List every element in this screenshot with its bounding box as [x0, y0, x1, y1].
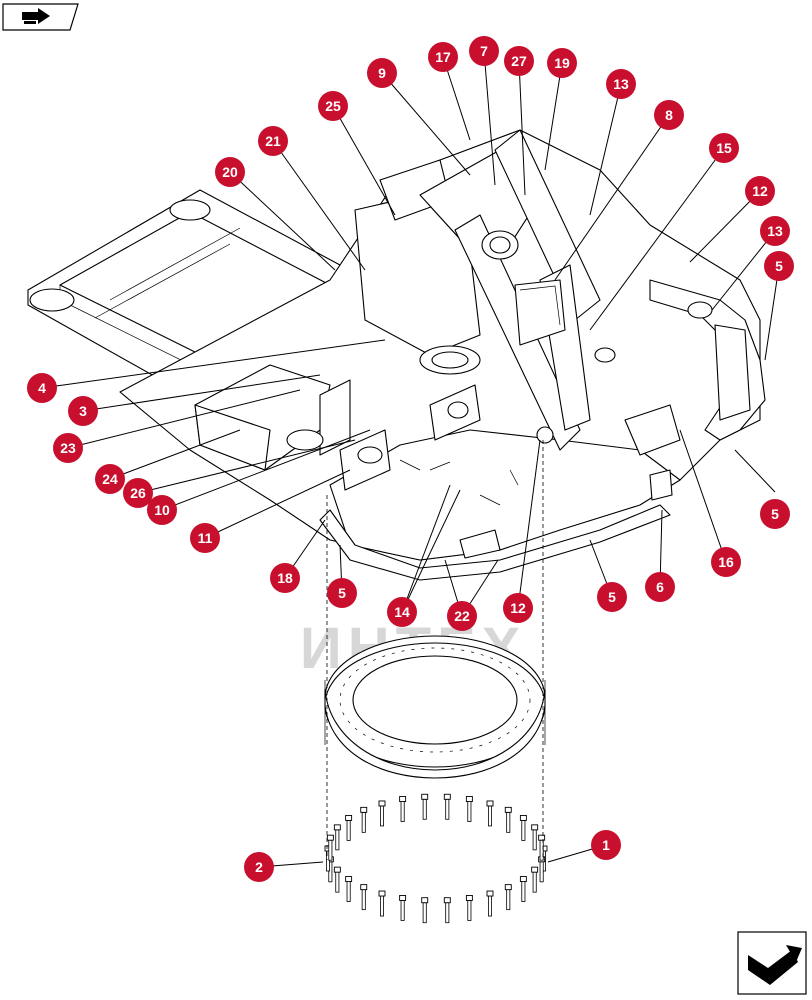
callout-25[interactable]: 25 — [318, 91, 348, 121]
callout-17[interactable]: 17 — [428, 42, 458, 72]
callout-4[interactable]: 4 — [27, 373, 57, 403]
callout-19[interactable]: 19 — [547, 48, 577, 78]
bolt — [531, 866, 539, 893]
bolt — [421, 793, 429, 820]
bolt — [538, 834, 546, 861]
callout-9[interactable]: 9 — [367, 58, 397, 88]
bolt-circle — [324, 793, 548, 924]
bolt — [504, 884, 512, 911]
bolt — [421, 897, 429, 924]
bolt — [443, 897, 451, 924]
svg-text:4: 4 — [38, 380, 46, 396]
svg-text:12: 12 — [752, 183, 768, 199]
svg-text:23: 23 — [60, 440, 76, 456]
callout-5-bottom[interactable]: 5 — [597, 582, 627, 612]
callout-1[interactable]: 1 — [591, 830, 621, 860]
bolt — [378, 890, 386, 917]
callout-23[interactable]: 23 — [53, 433, 83, 463]
callout-27[interactable]: 27 — [504, 46, 534, 76]
callout-5-left[interactable]: 5 — [327, 578, 357, 608]
bolt — [360, 884, 368, 911]
bolt — [333, 866, 341, 893]
bolt — [378, 800, 386, 827]
svg-text:26: 26 — [130, 485, 146, 501]
svg-text:12: 12 — [510, 600, 526, 616]
bolt — [345, 814, 353, 841]
svg-text:27: 27 — [511, 53, 527, 69]
callout-6[interactable]: 6 — [645, 572, 675, 602]
bolt — [519, 814, 527, 841]
bolt — [360, 806, 368, 833]
callout-11[interactable]: 11 — [190, 523, 220, 553]
svg-text:21: 21 — [265, 133, 281, 149]
svg-text:5: 5 — [775, 258, 783, 274]
prev-page-arrow-icon[interactable] — [2, 3, 79, 31]
slewing-ring — [324, 635, 546, 779]
svg-text:17: 17 — [435, 49, 451, 65]
callout-7[interactable]: 7 — [469, 36, 499, 66]
bolt — [504, 806, 512, 833]
svg-text:14: 14 — [394, 604, 410, 620]
bolt — [399, 895, 407, 921]
svg-text:18: 18 — [277, 570, 293, 586]
bolt — [531, 824, 539, 851]
svg-text:10: 10 — [154, 502, 170, 518]
callout-21[interactable]: 21 — [258, 126, 288, 156]
leader-lines — [41, 50, 780, 868]
callout-10[interactable]: 10 — [147, 495, 177, 525]
callout-15[interactable]: 15 — [709, 133, 739, 163]
svg-text:19: 19 — [554, 55, 570, 71]
svg-text:8: 8 — [665, 107, 673, 123]
bolt — [519, 876, 527, 902]
callout-16[interactable]: 16 — [711, 547, 741, 577]
svg-text:13: 13 — [767, 223, 783, 239]
callout-group: 17 7 27 19 9 13 25 8 21 15 20 12 13 5 4 … — [27, 36, 794, 882]
callout-22[interactable]: 22 — [447, 601, 477, 631]
callout-12-bottom[interactable]: 12 — [503, 593, 533, 623]
callout-5-right[interactable]: 5 — [764, 251, 794, 281]
svg-text:9: 9 — [378, 65, 386, 81]
callout-14[interactable]: 14 — [387, 597, 417, 627]
callout-26[interactable]: 26 — [123, 478, 153, 508]
svg-text:25: 25 — [325, 98, 341, 114]
bolt — [465, 895, 473, 921]
next-page-arrow-icon[interactable] — [737, 931, 807, 995]
callout-24[interactable]: 24 — [95, 464, 125, 494]
svg-text:5: 5 — [608, 589, 616, 605]
svg-text:7: 7 — [480, 43, 488, 59]
svg-text:3: 3 — [79, 403, 87, 419]
callout-8[interactable]: 8 — [654, 100, 684, 130]
bolt — [345, 876, 353, 902]
svg-text:1: 1 — [602, 837, 610, 853]
upper-frame — [27, 129, 766, 581]
bolt — [326, 834, 334, 861]
svg-text:5: 5 — [771, 506, 779, 522]
svg-text:24: 24 — [102, 471, 118, 487]
svg-text:2: 2 — [255, 859, 263, 875]
svg-text:22: 22 — [454, 608, 470, 624]
bolt — [486, 890, 494, 917]
callout-18[interactable]: 18 — [270, 563, 300, 593]
callout-12-right[interactable]: 12 — [745, 176, 775, 206]
svg-text:5: 5 — [338, 585, 346, 601]
bolt — [443, 793, 451, 820]
svg-text:11: 11 — [198, 530, 213, 546]
callout-20[interactable]: 20 — [215, 157, 245, 187]
svg-text:20: 20 — [222, 164, 238, 180]
bolt — [465, 796, 473, 822]
svg-text:13: 13 — [613, 76, 629, 92]
callout-5-far-right[interactable]: 5 — [760, 499, 790, 529]
callout-3[interactable]: 3 — [68, 396, 98, 426]
callout-13-top[interactable]: 13 — [606, 69, 636, 99]
callout-2[interactable]: 2 — [244, 852, 274, 882]
bolt — [486, 800, 494, 827]
svg-text:6: 6 — [656, 579, 664, 595]
callout-13-right[interactable]: 13 — [760, 216, 790, 246]
svg-text:15: 15 — [716, 140, 732, 156]
bolt — [333, 824, 341, 851]
svg-text:16: 16 — [718, 554, 734, 570]
bolt — [399, 796, 407, 822]
